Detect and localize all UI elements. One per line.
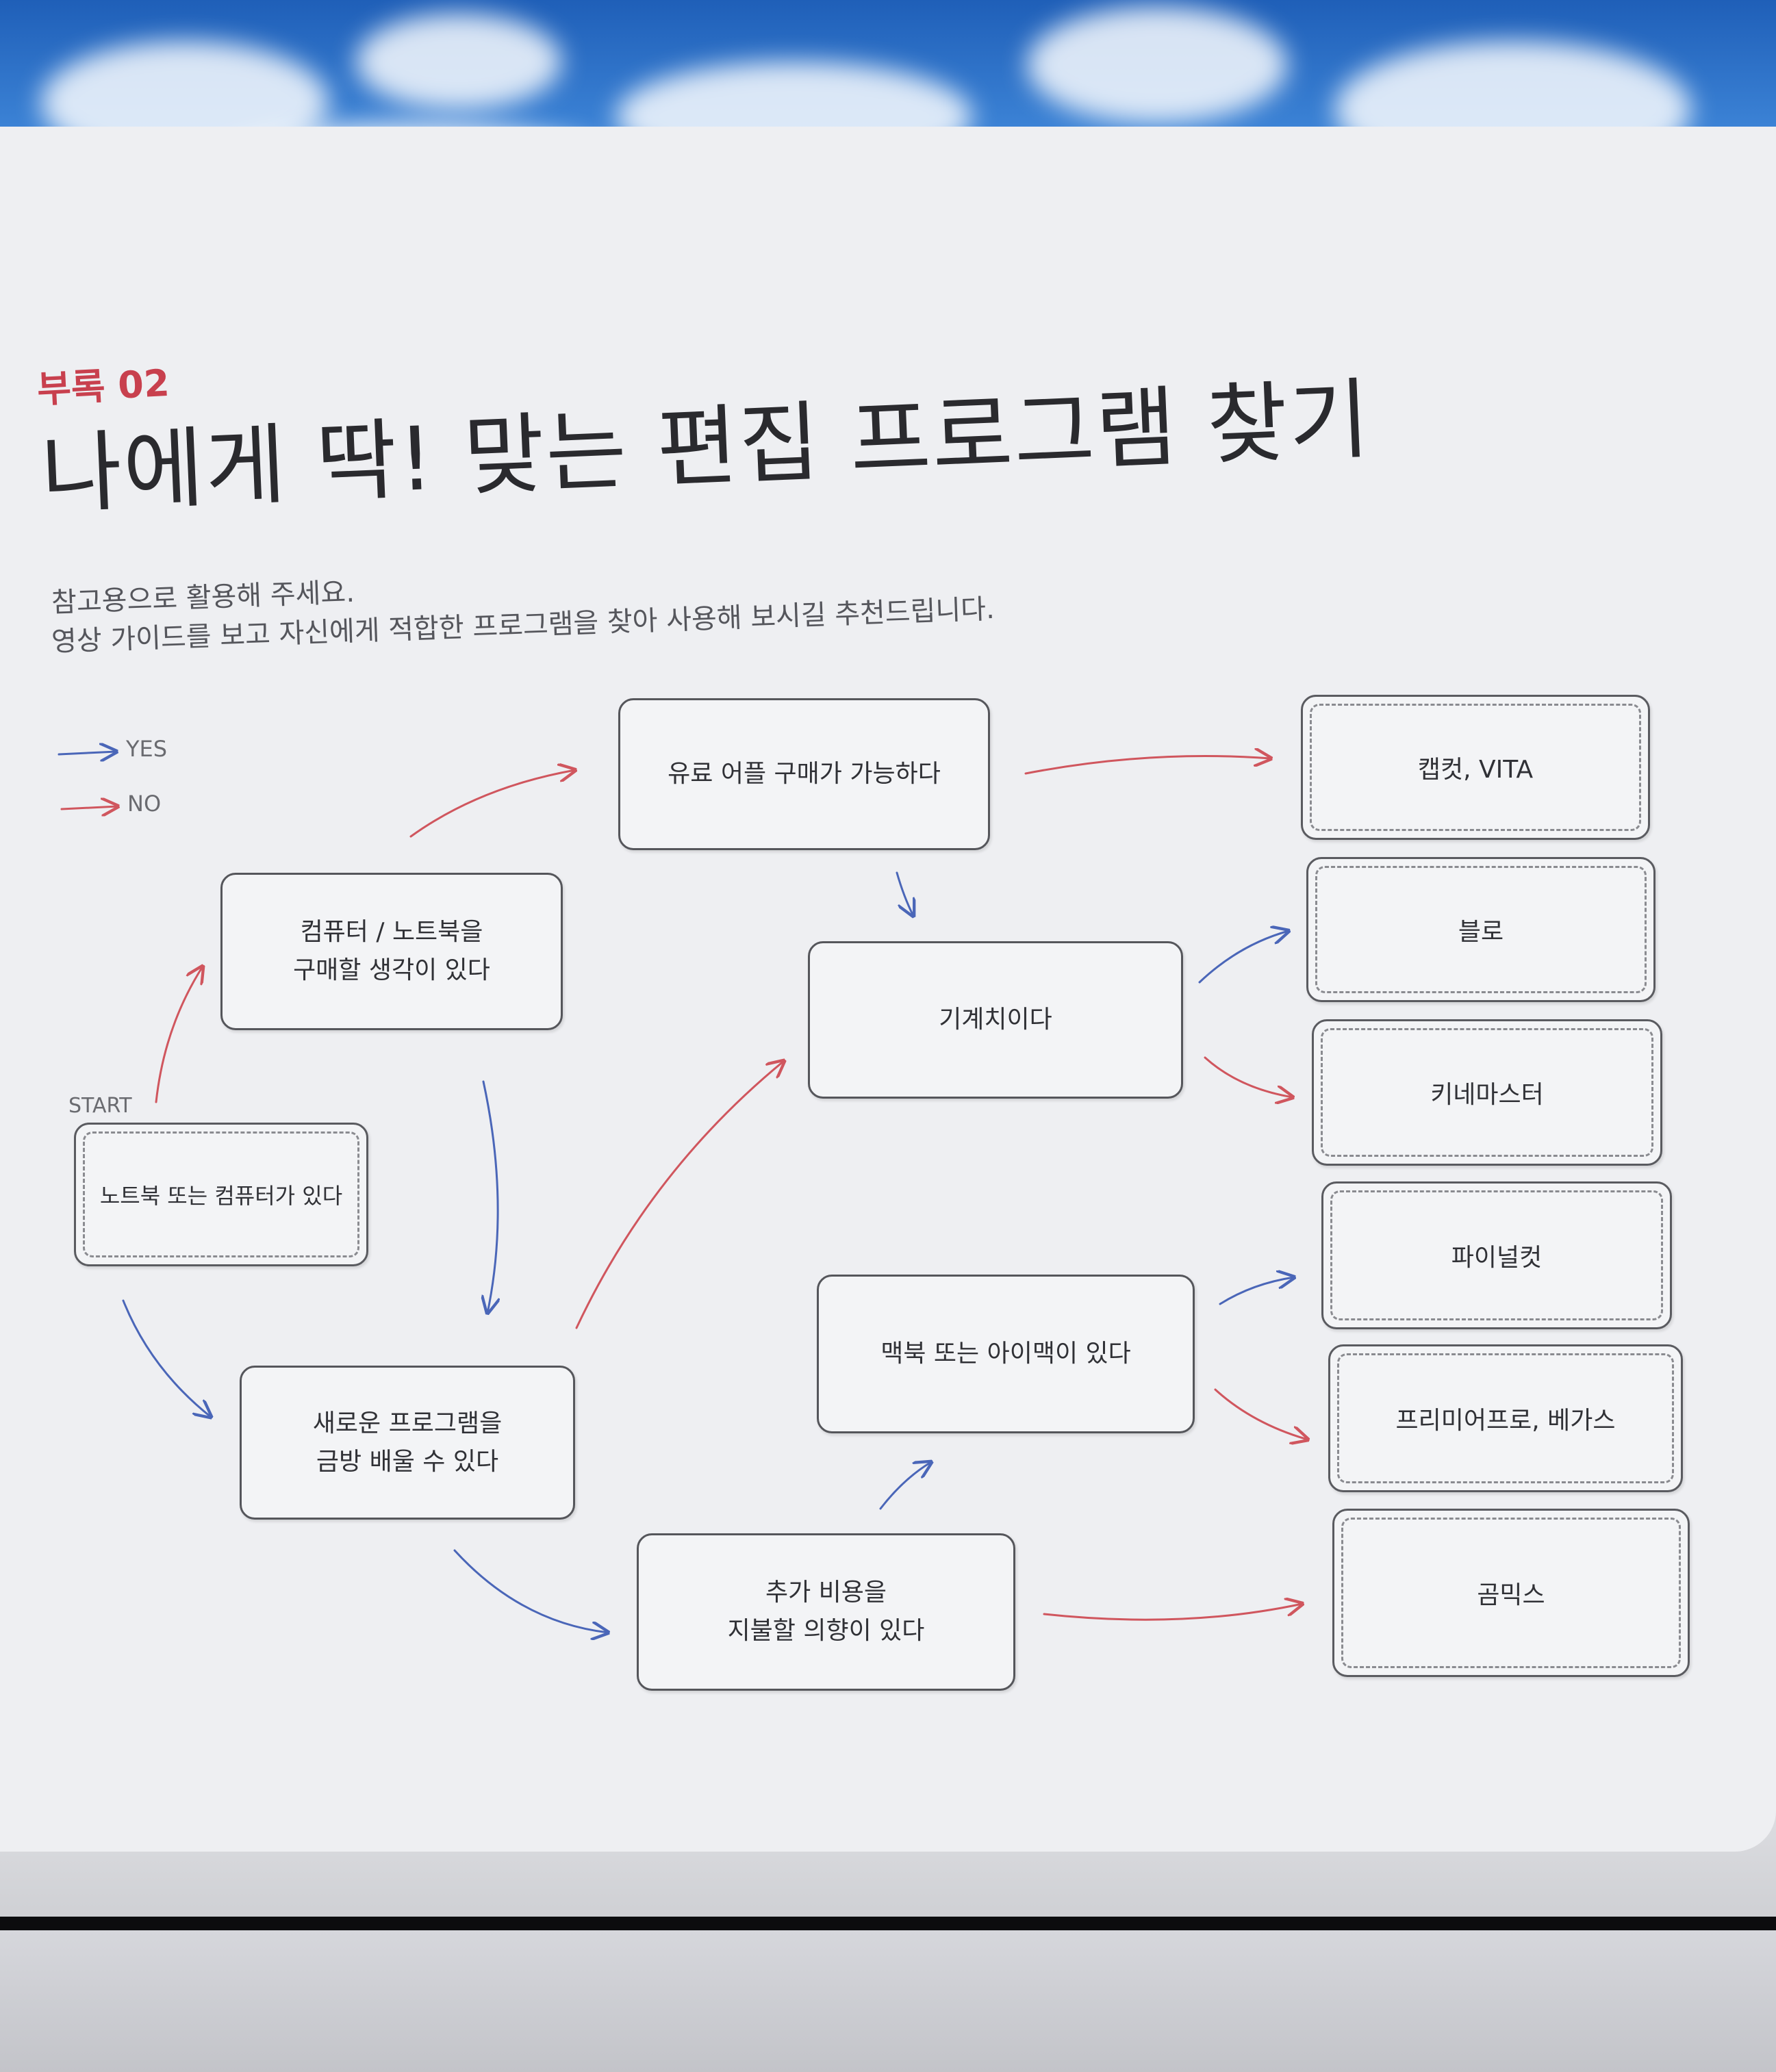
result-final-cut-text: 파이널컷 <box>1330 1190 1663 1320</box>
result-final-cut: 파이널컷 <box>1321 1181 1672 1329</box>
question-paid-app-text: 유료 어플 구매가 가능하다 <box>668 760 941 789</box>
start-label: START <box>68 1094 132 1118</box>
result-gom-mix: 곰믹스 <box>1332 1509 1690 1677</box>
legend-yes-label: YES <box>126 736 168 762</box>
result-capcut-vita: 캡컷, VITA <box>1301 695 1650 840</box>
question-mac-text: 맥북 또는 아이맥이 있다 <box>880 1340 1131 1368</box>
question-machine-hater: 기계치이다 <box>808 941 1183 1099</box>
legend-no-label: NO <box>127 791 162 817</box>
question-learn-fast-line-1: 새로운 프로그램을 <box>312 1409 503 1437</box>
result-capcut-vita-text: 캡컷, VITA <box>1310 704 1641 831</box>
question-learn-fast-line-2: 금방 배울 수 있다 <box>316 1447 499 1476</box>
result-premiere-vegas-text: 프리미어프로, 베가스 <box>1337 1353 1674 1483</box>
question-mac: 맥북 또는 아이맥이 있다 <box>817 1275 1195 1433</box>
question-learn-fast: 새로운 프로그램을 금방 배울 수 있다 <box>240 1366 575 1520</box>
question-will-buy: 컴퓨터 / 노트북을 구매할 생각이 있다 <box>220 873 563 1030</box>
question-extra-cost: 추가 비용을 지불할 의향이 있다 <box>637 1533 1015 1691</box>
question-has-computer-text: 노트북 또는 컴퓨터가 있다 <box>83 1131 359 1257</box>
question-paid-app: 유료 어플 구매가 가능하다 <box>618 698 990 850</box>
result-vllo-text: 블로 <box>1315 866 1647 993</box>
result-vllo: 블로 <box>1306 857 1656 1002</box>
surface-below <box>0 1930 1776 2072</box>
result-premiere-vegas: 프리미어프로, 베가스 <box>1328 1344 1683 1492</box>
result-gom-mix-text: 곰믹스 <box>1341 1518 1681 1668</box>
question-has-computer: 노트북 또는 컴퓨터가 있다 <box>74 1123 368 1266</box>
question-extra-cost-line-2: 지불할 의향이 있다 <box>727 1617 925 1645</box>
result-kinemaster-text: 키네마스터 <box>1321 1028 1653 1157</box>
question-machine-hater-text: 기계치이다 <box>939 1006 1052 1034</box>
result-kinemaster: 키네마스터 <box>1312 1019 1662 1166</box>
question-extra-cost-line-1: 추가 비용을 <box>765 1578 887 1607</box>
question-will-buy-line-2: 구매할 생각이 있다 <box>293 956 490 984</box>
question-will-buy-line-1: 컴퓨터 / 노트북을 <box>300 918 483 947</box>
